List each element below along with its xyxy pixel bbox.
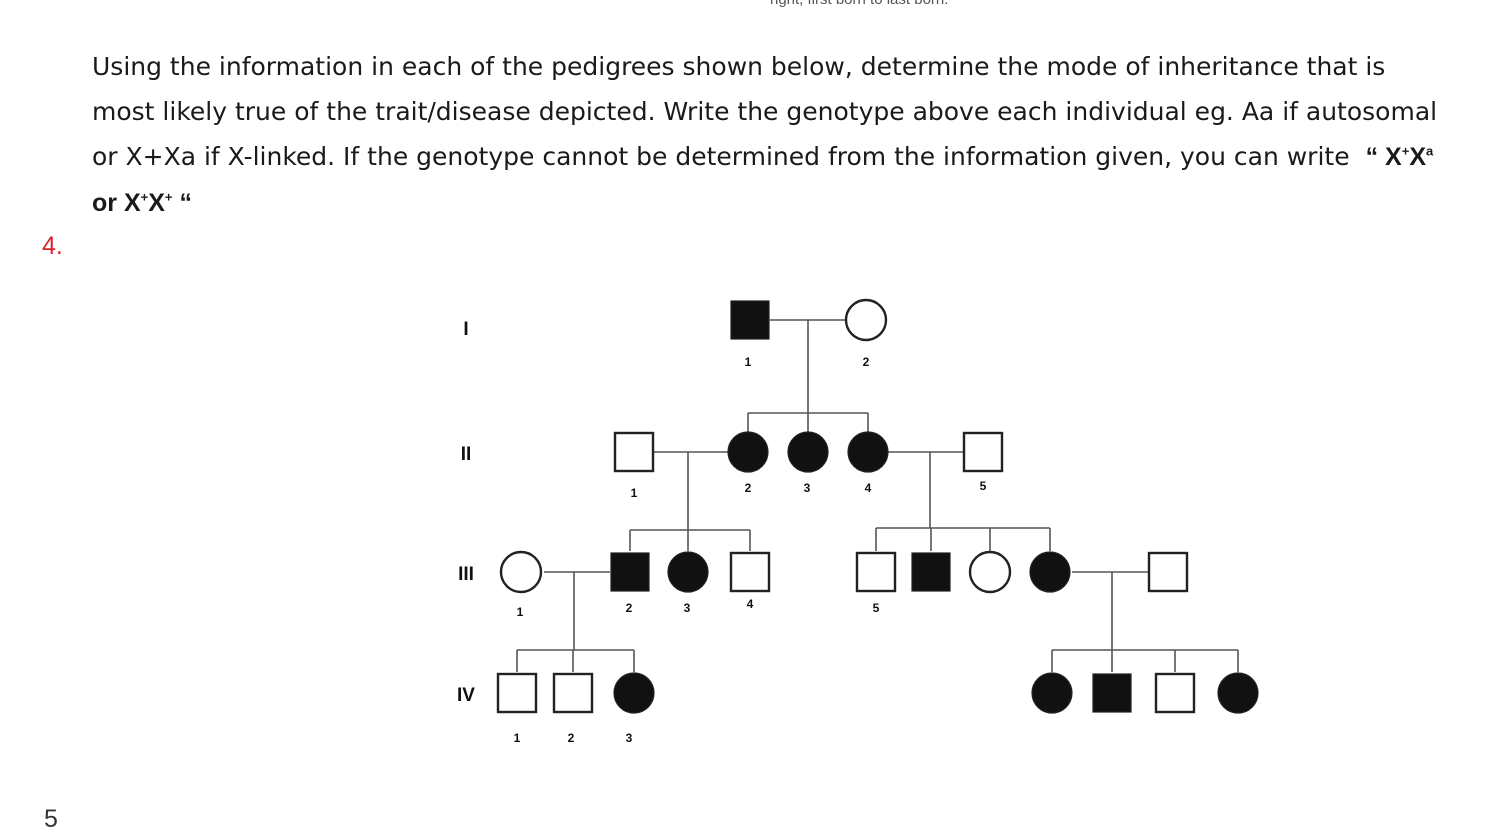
individual-number-II-4: 4 (865, 481, 872, 495)
individual-number-III-4: 4 (747, 597, 754, 611)
individual-IV-5-affected-male (1092, 673, 1132, 713)
individual-number-IV-1: 1 (514, 731, 521, 745)
instructions-body: Using the information in each of the ped… (92, 52, 1438, 171)
generation-label-II: II (461, 444, 472, 465)
pedigree-individuals (496, 298, 1259, 714)
individual-number-I-1: 1 (745, 355, 752, 369)
individual-II-3-affected-female (787, 431, 829, 473)
individual-II-2-affected-female (727, 431, 769, 473)
individual-III-9-unaffected-male (1147, 551, 1189, 593)
generation-label-I: I (463, 319, 468, 340)
individual-III-3-affected-female (667, 551, 709, 593)
individual-IV-3-affected-female (613, 672, 655, 714)
individual-III-6-affected-male (911, 552, 951, 592)
individual-number-II-1: 1 (631, 486, 638, 500)
individual-I-2-unaffected-female (844, 298, 888, 342)
question-number: 4. (42, 232, 63, 260)
individual-II-4-affected-female (847, 431, 889, 473)
individual-III-7-unaffected-female (968, 550, 1012, 594)
individual-number-IV-3: 3 (626, 731, 633, 745)
individual-I-1-affected-male (730, 300, 770, 340)
individual-II-5-unaffected-male (962, 431, 1004, 473)
individual-IV-1-unaffected-male (496, 672, 538, 714)
generation-label-IV: IV (457, 685, 475, 706)
pedigree-numbers: 1 2 1 2 3 4 5 1 2 3 4 5 1 2 3 (514, 355, 987, 745)
pedigree-lines (516, 319, 1239, 672)
individual-number-III-2: 2 (626, 601, 633, 615)
individual-number-III-5: 5 (873, 601, 880, 615)
individual-IV-4-affected-female (1031, 672, 1073, 714)
individual-II-1-unaffected-male (613, 431, 655, 473)
individual-number-II-5: 5 (980, 479, 987, 493)
instructions-text: Using the information in each of the ped… (92, 44, 1452, 226)
individual-number-IV-2: 2 (568, 731, 575, 745)
individual-number-I-2: 2 (863, 355, 870, 369)
genotype-formula: “ X+Xa or X+X+ “ (92, 143, 1434, 217)
individual-III-5-unaffected-male (855, 551, 897, 593)
individual-III-8-affected-female (1029, 551, 1071, 593)
individual-III-4-unaffected-male (729, 551, 771, 593)
individual-IV-6-unaffected-male (1154, 672, 1196, 714)
cut-off-text: right, first born to last born. (770, 0, 948, 8)
generation-label-III: III (458, 564, 474, 585)
individual-III-1-unaffected-female (499, 550, 543, 594)
individual-III-2-affected-male (610, 552, 650, 592)
individual-number-II-2: 2 (745, 481, 752, 495)
individual-number-III-1: 1 (517, 605, 524, 619)
individual-IV-2-unaffected-male (552, 672, 594, 714)
individual-IV-7-affected-female (1217, 672, 1259, 714)
individual-number-II-3: 3 (804, 481, 811, 495)
individual-number-III-3: 3 (684, 601, 691, 615)
